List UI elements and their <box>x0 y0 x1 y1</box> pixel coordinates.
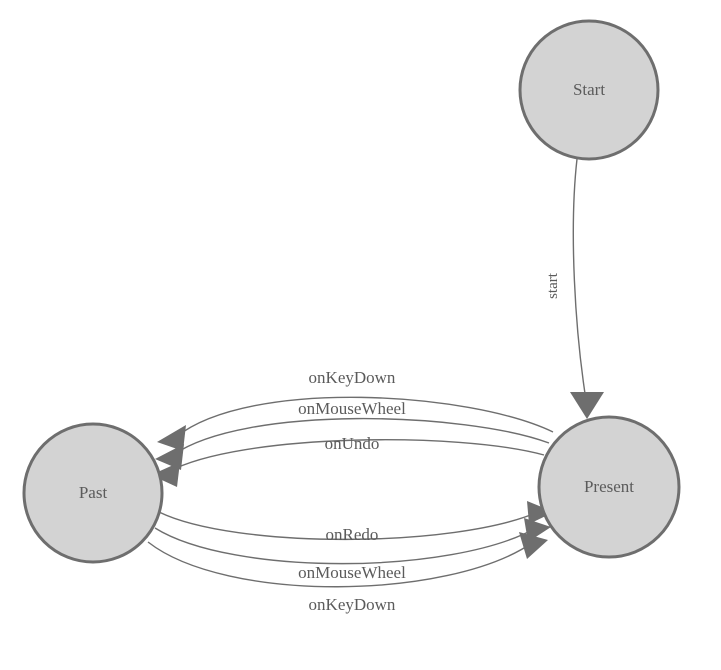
edge-onkeydown-top-path <box>175 396 554 438</box>
edge-past-to-present-onkeydown[interactable]: onKeyDown <box>147 532 548 614</box>
edge-present-to-past-onundo[interactable]: onUndo <box>151 434 545 487</box>
edge-onmousewheel-bottom-path <box>154 527 537 565</box>
edge-onkeydown-bottom-arrowhead <box>519 532 548 559</box>
edge-start-to-present[interactable]: start <box>545 158 604 419</box>
edge-onredo-path <box>158 511 539 541</box>
node-present[interactable]: Present <box>537 415 681 559</box>
edge-onkeydown-top-arrowhead <box>157 425 186 451</box>
edge-label-onmousewheel-top: onMouseWheel <box>298 399 406 418</box>
node-past-label: Past <box>79 483 108 502</box>
edge-label-onredo: onRedo <box>326 525 379 544</box>
edge-past-to-present-onredo[interactable]: onRedo <box>158 501 554 544</box>
edge-start-arrowhead <box>570 392 604 419</box>
edge-onundo-arrowhead <box>151 462 180 487</box>
edge-label-onkeydown-bottom: onKeyDown <box>309 595 396 614</box>
edge-onredo-arrowhead <box>527 501 554 524</box>
edge-present-to-past-onmousewheel[interactable]: onMouseWheel <box>155 399 550 470</box>
edge-present-to-past-onkeydown[interactable]: onKeyDown <box>157 368 554 451</box>
node-start-label: Start <box>573 80 605 99</box>
node-present-label: Present <box>584 477 634 496</box>
node-start[interactable]: Start <box>518 19 660 161</box>
edge-onundo-path <box>167 439 545 473</box>
edge-onkeydown-bottom-path <box>147 541 533 588</box>
edge-label-onmousewheel-bottom: onMouseWheel <box>298 563 406 582</box>
edge-label-start: start <box>545 272 561 299</box>
edge-label-onkeydown-top: onKeyDown <box>309 368 396 387</box>
edge-label-onundo: onUndo <box>325 434 380 453</box>
node-present-circle <box>537 415 681 559</box>
node-past[interactable]: Past <box>22 422 164 564</box>
node-past-circle <box>22 422 164 564</box>
edge-onmousewheel-top-path <box>172 417 550 456</box>
node-start-circle <box>518 19 660 161</box>
edge-start-path <box>572 158 587 401</box>
